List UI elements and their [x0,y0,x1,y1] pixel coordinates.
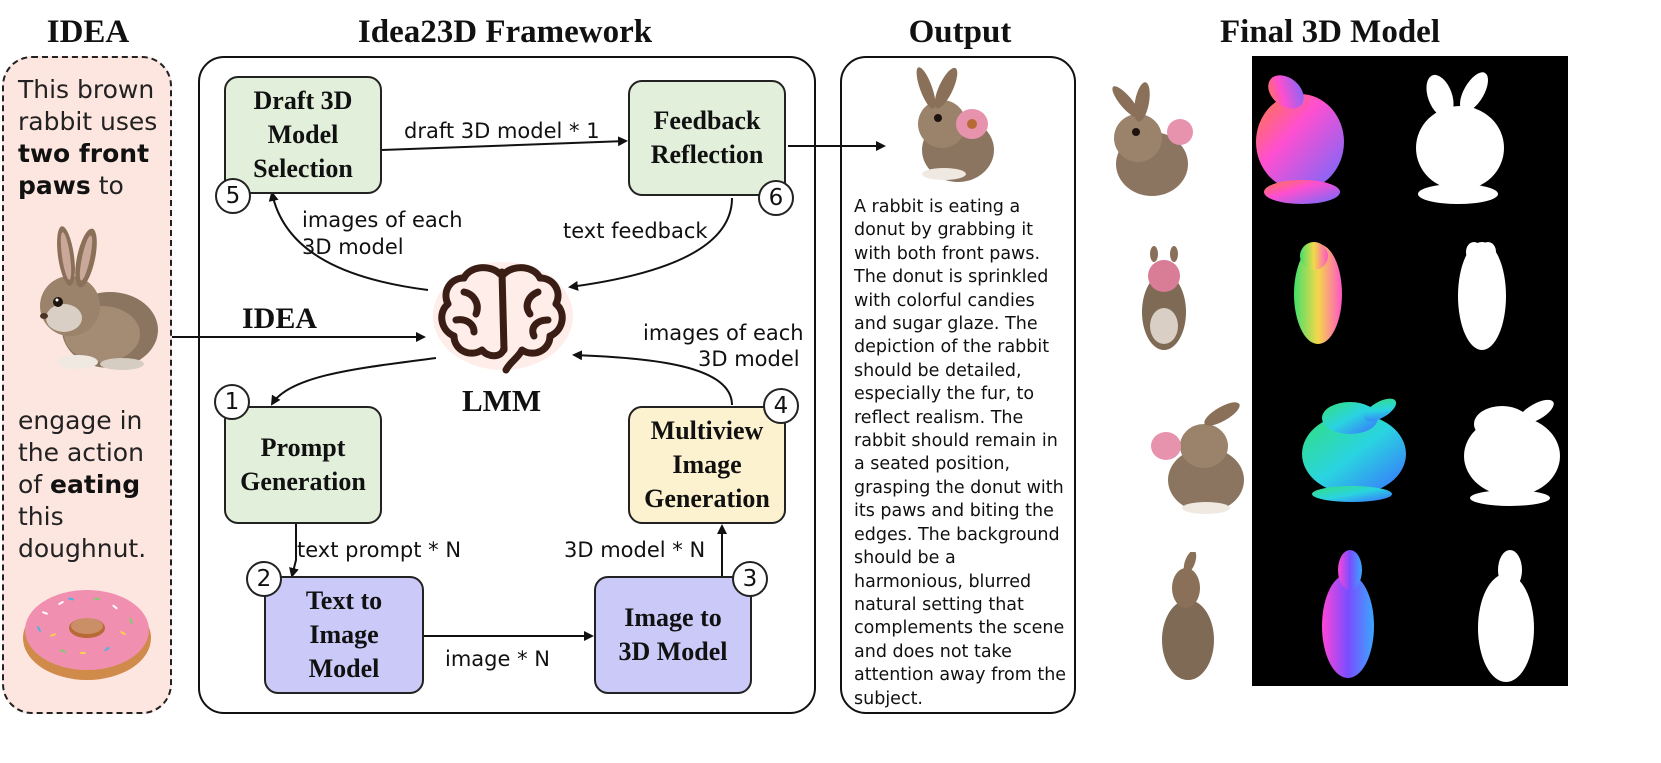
output-heading: Output [908,14,1012,50]
edge-label-idea: IDEA [242,302,318,335]
final-model-heading: Final 3D Model [1220,14,1440,50]
edge-label-images-each-top-1: images of each [302,208,463,232]
brain-icon [433,262,573,374]
step-badge-1: 1 [214,384,250,420]
output-rabbit-image [916,67,994,182]
step-badge-5: 5 [215,178,251,214]
edge-label-images-each-bottom-1: images of each [643,321,804,345]
normal-and-mask-renders [1256,72,1560,682]
output-description: A rabbit is eating a donut by grabbing i… [854,197,1067,709]
edge-label-text-prompt: text prompt * N [297,538,462,562]
render-rabbit-3 [1151,402,1244,514]
arrow-lmm-to-prompt [270,357,437,406]
arrow-prompt-to-t2i [289,524,299,578]
step-badge-3: 3 [732,561,768,597]
edge-label-3d-model-n: 3D model * N [564,538,706,562]
step-badge-6: 6 [758,180,794,216]
idea-text-bottom: engage in the action of eating this doug… [18,406,147,563]
render-rabbit-1 [1112,82,1193,196]
render-rabbit-2 [1142,246,1186,350]
framework-panel [198,56,816,714]
edge-label-text-feedback: text feedback [563,219,708,243]
idea-heading: IDEA [46,14,130,50]
lmm-label: LMM [462,383,542,418]
framework-heading: Idea23D Framework [357,14,653,50]
edge-label-images-each-top-2: 3D model [302,235,404,259]
step-badge-2: 2 [246,561,282,597]
edge-label-image-n: image * N [445,647,550,671]
rabbit-image [40,226,158,370]
edge-label-draft-model: draft 3D model * 1 [404,119,600,143]
arrow-lmm-to-draft [268,191,429,291]
idea-text-top: This brown rabbit uses two front paws to [18,75,158,200]
step-badge-4: 4 [763,388,799,424]
arrow-draft-to-feedback [381,136,628,151]
arrow-feedback-to-lmm [568,197,733,291]
arrow-multiview-to-lmm [572,350,733,406]
output-panel [840,56,1076,714]
render-rabbit-4 [1162,552,1214,680]
doughnut-image [23,590,151,680]
edge-label-images-each-bottom-2: 3D model [698,347,800,371]
